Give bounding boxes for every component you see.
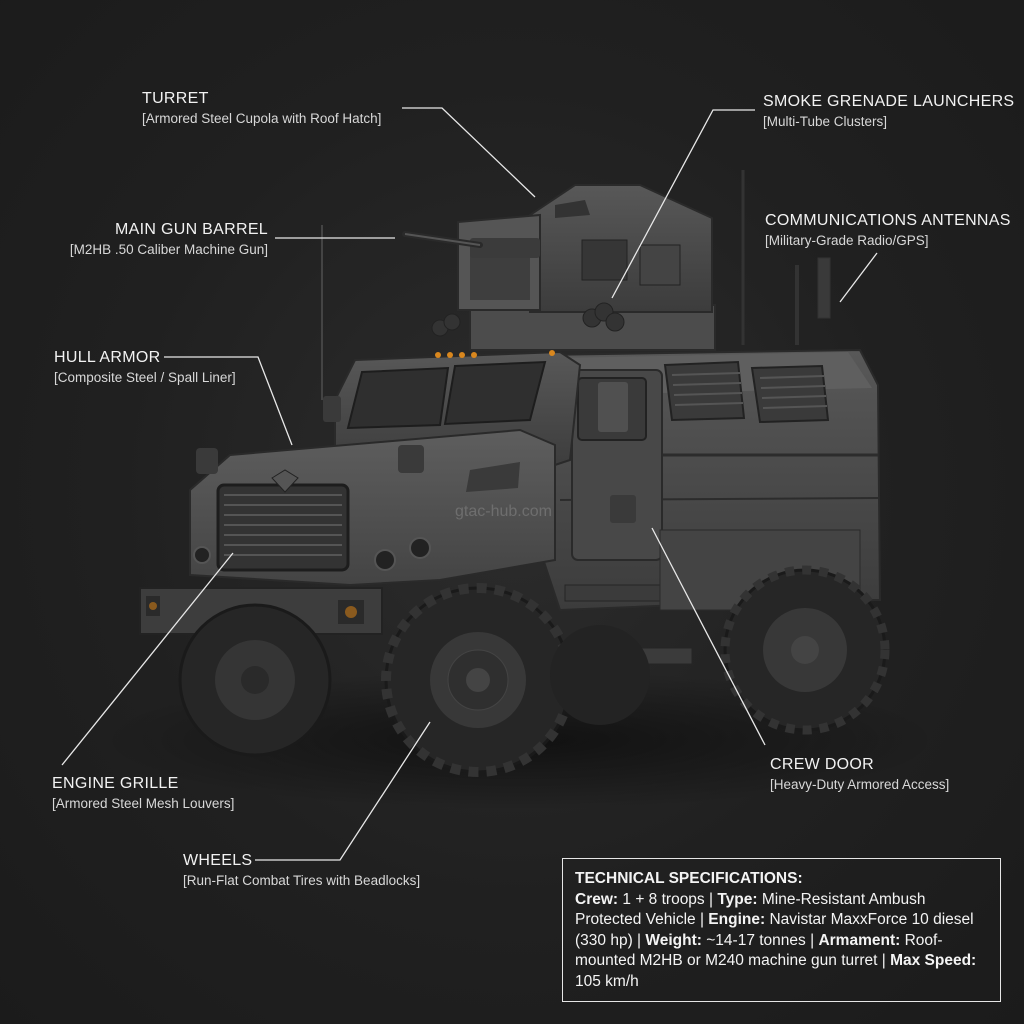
engine-value: Navistar MaxxForce 10 diesel (330 hp) — [575, 911, 974, 949]
smoke-launchers-description: [Multi-Tube Clusters] — [763, 114, 888, 129]
smoke-launchers-title: SMOKE GRENADE LAUNCHERS — [763, 93, 1015, 110]
leader-smoke — [611, 109, 755, 299]
callout-smoke-launchers: SMOKE GRENADE LAUNCHERS [Multi-Tube Clus… — [763, 93, 1014, 129]
turret-title: TURRET — [142, 90, 209, 107]
separator: | — [637, 931, 642, 949]
max-speed-value: 105 km/h — [575, 972, 639, 990]
front-left-wheel — [178, 603, 332, 757]
max-speed-label: Max Speed: — [890, 952, 977, 969]
antennas-title: COMMUNICATIONS ANTENNAS — [765, 212, 1011, 229]
wheels-title: WHEELS — [183, 852, 253, 869]
hull-armor-description: [Composite Steel / Spall Liner] — [54, 370, 236, 385]
callout-antennas: COMMUNICATIONS ANTENNAS [Military-Grade … — [765, 212, 1011, 248]
callout-crew-door: CREW DOOR [Heavy-Duty Armored Access] — [770, 756, 949, 792]
leader-engine-grille — [61, 552, 234, 766]
gun-barrel — [402, 231, 540, 258]
engine-label: Engine: — [708, 911, 766, 928]
crew-value: 1 + 8 troops — [622, 890, 705, 908]
main-gun-description: [M2HB .50 Caliber Machine Gun] — [69, 242, 268, 257]
crew-door-title: CREW DOOR — [770, 756, 875, 773]
callout-wheels: WHEELS [Run-Flat Combat Tires with Beadl… — [183, 852, 420, 888]
technical-specifications-box: TECHNICAL SPECIFICATIONS: Crew: 1 + 8 tr… — [562, 858, 1001, 1002]
smoke-launchers — [431, 302, 625, 337]
crew-door-description: [Heavy-Duty Armored Access] — [770, 777, 950, 792]
crew-label: Crew: — [575, 890, 619, 908]
callout-engine-grille: ENGINE GRILLE [Armored Steel Mesh Louver… — [52, 775, 234, 811]
armament-label: Armament: — [818, 931, 901, 949]
engine-grille-shape — [216, 469, 350, 572]
main-gun-title: MAIN GUN BARREL — [115, 221, 268, 238]
rear-left-wheel — [550, 625, 650, 725]
watermark-text: gtac-hub.com — [455, 503, 552, 520]
leader-turret — [402, 107, 536, 198]
separator: | — [810, 931, 815, 949]
engine-grille-title: ENGINE GRILLE — [52, 775, 179, 792]
callout-hull-armor: HULL ARMOR [Composite Steel / Spall Line… — [54, 349, 236, 385]
front-end — [139, 396, 556, 635]
armament-value: Roof-mounted M2HB or M240 machine gun tu… — [575, 931, 943, 970]
side-louvers — [663, 360, 830, 424]
callout-turret: TURRET [Armored Steel Cupola with Roof H… — [142, 90, 381, 126]
turret-description: [Armored Steel Cupola with Roof Hatch] — [142, 111, 382, 126]
type-value: Mine-Resistant Ambush Protected Vehicle — [575, 890, 926, 929]
callout-main-gun: MAIN GUN BARREL [M2HB .50 Caliber Machin… — [40, 221, 268, 257]
wheels-group — [178, 565, 890, 777]
antennas-description: [Military-Grade Radio/GPS] — [765, 233, 929, 248]
weight-value: ~14-17 tonnes — [706, 931, 806, 949]
hull-armor-title: HULL ARMOR — [54, 349, 161, 366]
leader-wheels — [255, 721, 431, 861]
marker-lights — [435, 350, 555, 358]
separator: | — [881, 952, 886, 969]
leader-hull-armor — [164, 356, 293, 446]
turret-assembly — [402, 184, 716, 351]
specs-heading: TECHNICAL SPECIFICATIONS: — [575, 870, 803, 887]
separator: | — [709, 890, 714, 908]
engine-grille-description: [Armored Steel Mesh Louvers] — [52, 796, 235, 811]
weight-label: Weight: — [645, 931, 702, 949]
antennas — [321, 170, 831, 400]
front-right-wheel — [381, 583, 575, 777]
leader-antennas — [839, 252, 878, 303]
leader-crew-door — [651, 527, 766, 746]
type-label: Type: — [717, 890, 758, 908]
leader-lines — [61, 107, 878, 861]
wheels-description: [Run-Flat Combat Tires with Beadlocks] — [183, 873, 421, 888]
rear-hull — [528, 348, 882, 665]
rear-right-wheel — [720, 565, 890, 735]
separator: | — [699, 911, 704, 928]
